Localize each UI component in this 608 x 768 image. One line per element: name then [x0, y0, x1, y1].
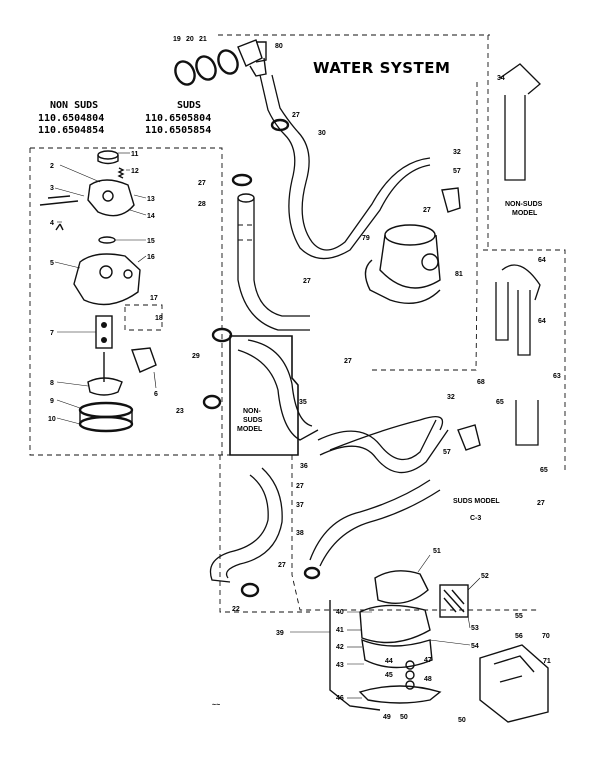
callout-48: 48 [424, 676, 432, 683]
model-number-2: 110.6504854 [38, 125, 104, 136]
model-number-3: 110.6505804 [145, 113, 211, 124]
callout-36: 36 [300, 463, 308, 470]
callout-38: 38 [296, 530, 304, 537]
callout-79: 79 [362, 235, 370, 242]
callout-27-f: 27 [296, 483, 304, 490]
callout-40: 40 [336, 609, 344, 616]
callout-27-h: 27 [537, 500, 545, 507]
non-suds-note-line2: SUDS [243, 417, 263, 424]
bottom-leader-lines [290, 554, 481, 699]
callout-12: 12 [131, 168, 139, 175]
callout-27-c: 27 [423, 207, 431, 214]
callout-19: 19 [173, 36, 181, 43]
callout-65-a: 65 [496, 399, 504, 406]
callout-28: 28 [198, 201, 206, 208]
callout-54: 54 [471, 643, 479, 650]
callout-39: 39 [276, 630, 284, 637]
diagram-title: WATER SYSTEM [313, 59, 450, 77]
header-suds: SUDS [177, 100, 201, 111]
callout-80: 80 [275, 43, 283, 50]
callout-27-g: 27 [278, 562, 286, 569]
callout-23: 23 [176, 408, 184, 415]
callout-70: 70 [542, 633, 550, 640]
callout-71: 71 [543, 658, 551, 665]
callout-56: 56 [515, 633, 523, 640]
frame-lines [29, 34, 566, 613]
callout-27-a: 27 [292, 112, 300, 119]
callout-labels: 11 12 13 14 15 16 17 18 2 3 4 5 6 7 8 9 … [48, 36, 561, 724]
non-suds-note-line1: NON- [243, 408, 262, 415]
header-non-suds: NON SUDS [50, 100, 98, 111]
page-code: C-3 [470, 515, 481, 522]
left-leader-lines [54, 152, 157, 425]
callout-4: 4 [50, 220, 54, 227]
callout-47: 47 [424, 657, 432, 664]
callout-50-b: 50 [458, 717, 466, 724]
callout-22: 22 [232, 606, 240, 613]
callout-63: 63 [553, 373, 561, 380]
callout-3: 3 [50, 185, 54, 192]
non-suds-note-line3: MODEL [237, 426, 263, 433]
callout-5: 5 [50, 260, 54, 267]
callout-14: 14 [147, 213, 155, 220]
callout-8: 8 [50, 380, 54, 387]
callout-30: 30 [318, 130, 326, 137]
callout-6: 6 [154, 391, 158, 398]
callout-49: 49 [383, 714, 391, 721]
callout-32-b: 32 [447, 394, 455, 401]
callout-18: 18 [155, 315, 163, 322]
callout-9: 9 [50, 398, 54, 405]
model-number-1: 110.6504804 [38, 113, 104, 124]
callout-51: 51 [433, 548, 441, 555]
callout-21: 21 [199, 36, 207, 43]
callout-43: 43 [336, 662, 344, 669]
callout-53: 53 [471, 625, 479, 632]
callout-44: 44 [385, 658, 393, 665]
callout-68: 68 [477, 379, 485, 386]
callout-17: 17 [150, 295, 158, 302]
left-pump-assembly [39, 150, 163, 433]
callout-29: 29 [192, 353, 200, 360]
callout-15: 15 [147, 238, 155, 245]
hose-assemblies [202, 63, 541, 598]
callout-65-b: 65 [540, 467, 548, 474]
callout-42: 42 [336, 644, 344, 651]
callout-27-d: 27 [303, 278, 311, 285]
callout-34: 34 [497, 75, 505, 82]
callout-81: 81 [455, 271, 463, 278]
callout-64-a: 64 [538, 257, 546, 264]
callout-32-a: 32 [453, 149, 461, 156]
callout-11: 11 [131, 151, 139, 158]
callout-16: 16 [147, 254, 155, 261]
callout-10: 10 [48, 416, 56, 423]
callout-20: 20 [186, 36, 194, 43]
callout-27-e: 27 [344, 358, 352, 365]
non-suds-box [229, 335, 299, 456]
callout-50-a: 50 [400, 714, 408, 721]
callout-35: 35 [299, 399, 307, 406]
model-number-4: 110.6505854 [145, 125, 211, 136]
callout-37: 37 [296, 502, 304, 509]
top-seal-rings [174, 39, 267, 86]
callout-13: 13 [147, 196, 155, 203]
non-suds-right-label-2: MODEL [512, 210, 538, 217]
callout-57-b: 57 [443, 449, 451, 456]
callout-45: 45 [385, 672, 393, 679]
callout-64-b: 64 [538, 318, 546, 325]
callout-2: 2 [50, 163, 54, 170]
callout-57-a: 57 [453, 168, 461, 175]
callout-55: 55 [515, 613, 523, 620]
non-suds-right-label-1: NON-SUDS [505, 201, 543, 208]
suds-model-label: SUDS MODEL [453, 498, 500, 505]
callout-7: 7 [50, 330, 54, 337]
callout-46: 46 [336, 695, 344, 702]
callout-41: 41 [336, 627, 344, 634]
callout-52: 52 [481, 573, 489, 580]
footer-mark: ~~ [212, 702, 220, 709]
callout-27-b: 27 [198, 180, 206, 187]
bottom-pump-assembly [329, 570, 549, 723]
